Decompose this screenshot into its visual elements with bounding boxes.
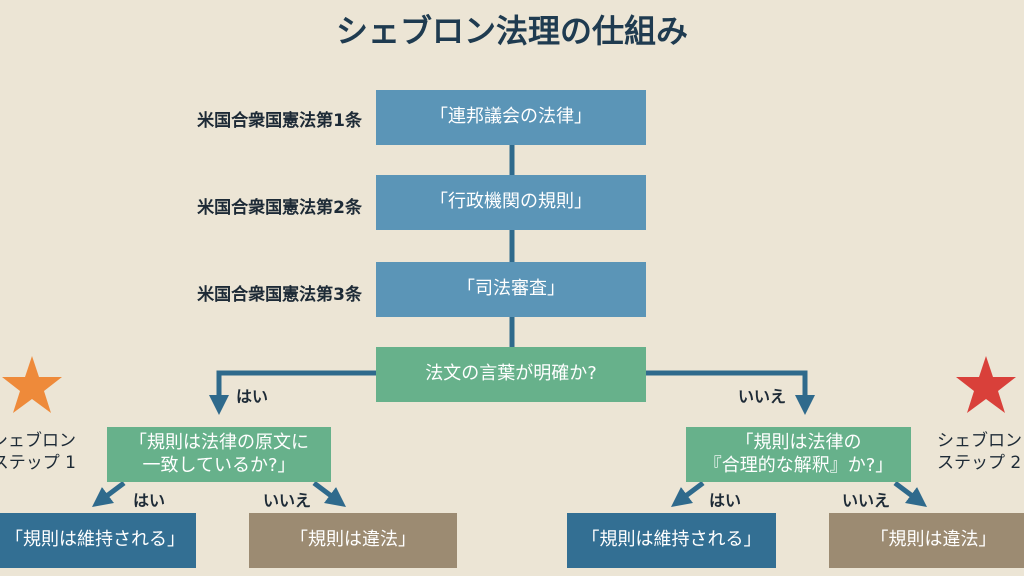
judicial-review-box: 「司法審査」 xyxy=(376,262,646,317)
question-line: 「規則は法律の原文に xyxy=(129,432,309,453)
step2-no-arrow xyxy=(893,481,927,507)
step2-yes-label: はい xyxy=(709,491,742,510)
step2-upheld-box: 「規則は維持される」 xyxy=(567,513,776,568)
step1-label: シェブロン ステップ 1 xyxy=(0,430,76,474)
level-label: 米国合衆国憲法第1条 xyxy=(197,111,362,131)
step1-yes-label: はい xyxy=(133,491,166,510)
star-icon xyxy=(956,356,1016,413)
step1-label-line: ステップ 1 xyxy=(0,453,76,474)
no-arrow xyxy=(646,370,815,415)
step1-yes-arrow xyxy=(92,481,126,507)
question-box: 法文の言葉が明確か? xyxy=(376,347,646,402)
step2-label-line: シェブロン xyxy=(937,431,1022,451)
agency-rule-box: 「行政機関の規則」 xyxy=(376,175,646,230)
congress-law-box: 「連邦議会の法律」 xyxy=(376,90,646,145)
step1-upheld-box: 「規則は維持される」 xyxy=(0,513,196,568)
star-icon xyxy=(2,356,62,413)
question-line: 「規則は法律の xyxy=(735,432,862,453)
step1-question-box: 「規則は法律の原文に 一致しているか?」 xyxy=(107,427,331,482)
level-label: 米国合衆国憲法第2条 xyxy=(197,198,362,218)
step1-no-label: いいえ xyxy=(263,491,312,510)
question-line: 一致しているか?」 xyxy=(142,454,296,476)
no-label: いいえ xyxy=(738,387,787,406)
yes-label: はい xyxy=(236,387,269,406)
question-line: 『合理的な解釈』か?」 xyxy=(703,454,894,476)
step2-illegal-box: 「規則は違法」 xyxy=(829,513,1024,568)
level-label: 米国合衆国憲法第3条 xyxy=(197,285,362,305)
step1-illegal-box: 「規則は違法」 xyxy=(249,513,457,568)
step2-no-label: いいえ xyxy=(842,491,891,510)
step2-label: シェブロン ステップ 2 xyxy=(937,430,1022,474)
step1-label-line: シェブロン xyxy=(0,431,76,451)
step2-label-line: ステップ 2 xyxy=(937,453,1022,474)
step2-yes-arrow xyxy=(671,481,705,507)
step1-no-arrow xyxy=(312,481,346,507)
yes-arrow xyxy=(209,370,376,415)
step2-question-box: 「規則は法律の 『合理的な解釈』か?」 xyxy=(686,427,911,482)
page-title: シェブロン法理の仕組み xyxy=(335,12,688,50)
